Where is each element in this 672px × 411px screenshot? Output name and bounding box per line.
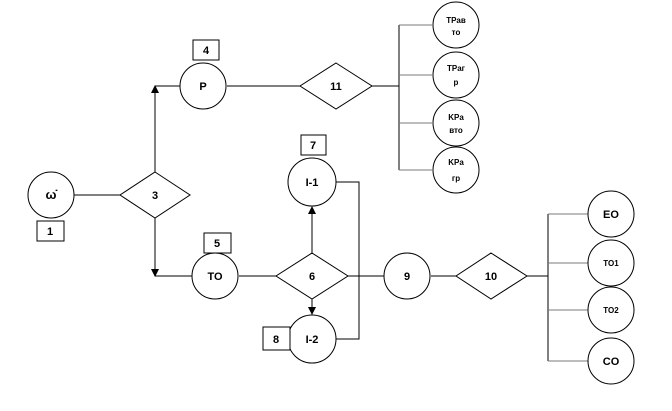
bottom-output-3: TO2 — [587, 286, 635, 334]
box-7: 7 — [300, 134, 327, 156]
box-4: 4 — [192, 39, 220, 61]
node-to: TO — [191, 252, 239, 300]
bottom-output-1-label: EO — [603, 209, 619, 221]
box-5: 5 — [203, 232, 232, 254]
top-output-4-line2: гр — [452, 174, 460, 183]
node-i2-label: I-2 — [306, 334, 319, 346]
top-output-2: TPаг р — [432, 51, 480, 99]
bottom-output-4: CO — [587, 337, 635, 385]
top-output-3-line1: KPа — [448, 113, 464, 122]
box-7-label: 7 — [310, 140, 316, 152]
top-output-3: KPа вто — [432, 99, 480, 147]
bottom-output-3-label: TO2 — [603, 306, 619, 315]
node-9-label: 9 — [404, 271, 410, 283]
node-9: 9 — [383, 252, 431, 300]
top-output-1-line2: то — [452, 28, 461, 37]
top-output-1-line1: TPав — [446, 16, 466, 25]
bottom-output-1: EO — [587, 190, 635, 238]
node-omega: ω̇ — [27, 171, 75, 219]
node-i2: I-2 — [287, 314, 337, 364]
top-output-1: TPав то — [432, 1, 480, 49]
top-output-4: KPа гр — [432, 146, 480, 194]
node-p-label: P — [199, 81, 206, 93]
box-5-label: 5 — [214, 238, 220, 250]
bottom-output-4-label: CO — [603, 356, 620, 368]
top-output-4-line1: KPа — [448, 158, 464, 167]
box-4-label: 4 — [203, 45, 210, 57]
box-8: 8 — [262, 326, 291, 351]
decision-6: 6 — [275, 252, 349, 300]
box-1-label: 1 — [47, 226, 53, 238]
node-p: P — [179, 62, 227, 110]
decision-11: 11 — [299, 62, 373, 110]
connectors — [74, 24, 588, 362]
top-output-3-line2: вто — [449, 126, 463, 135]
box-8-label: 8 — [273, 334, 279, 346]
node-i1: I-1 — [287, 157, 337, 207]
top-output-2-line1: TPаг — [447, 64, 466, 73]
decision-10: 10 — [455, 252, 528, 300]
node-to-label: TO — [207, 271, 223, 283]
decision-11-label: 11 — [330, 81, 342, 93]
bottom-output-2-label: TO1 — [603, 259, 619, 268]
box-1: 1 — [36, 220, 65, 242]
decision-3: 3 — [119, 171, 191, 219]
decision-3-label: 3 — [152, 190, 158, 202]
decision-10-label: 10 — [485, 271, 497, 283]
top-output-2-line2: р — [454, 78, 459, 87]
node-i1-label: I-1 — [306, 177, 319, 189]
decision-6-label: 6 — [309, 271, 315, 283]
node-omega-label: ω̇ — [46, 187, 58, 202]
bottom-output-2: TO1 — [587, 239, 635, 287]
